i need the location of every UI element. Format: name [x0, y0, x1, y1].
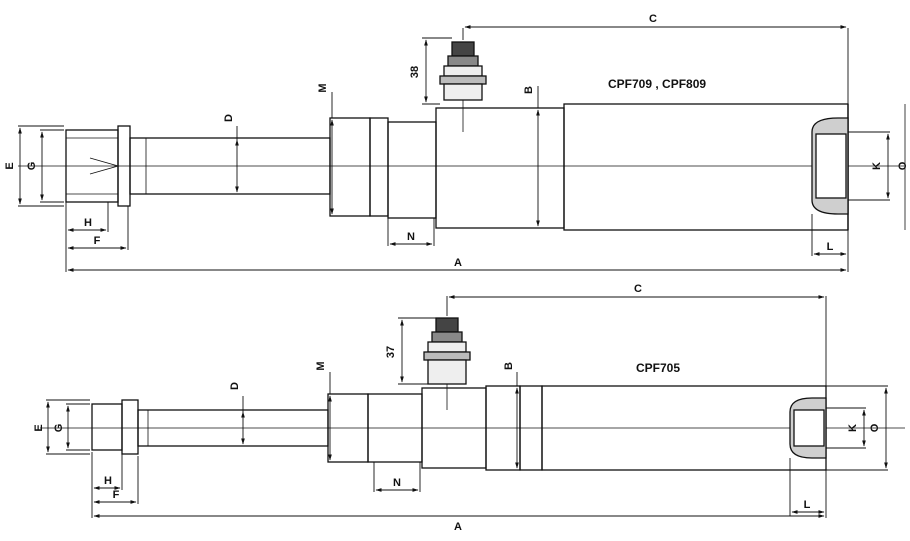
top-label-F: F: [94, 235, 101, 247]
bottom-labels: CPF705 C 37 A F H E G D M N B K O L: [33, 283, 881, 533]
top-label-O: O: [897, 161, 909, 170]
bottom-label-N: N: [393, 477, 401, 489]
bottom-rod-thread: [91, 399, 139, 455]
top-oil-port: [439, 41, 487, 132]
top-label-K: K: [871, 162, 883, 170]
bottom-label-A: A: [454, 521, 462, 533]
top-gland: [329, 117, 371, 217]
bottom-label-H: H: [104, 475, 112, 487]
bottom-label-D: D: [229, 382, 241, 390]
top-body-front: [435, 107, 565, 229]
top-dimensions: [18, 25, 890, 272]
bottom-label-G: G: [53, 424, 65, 433]
bottom-model-label: CPF705: [636, 361, 680, 375]
top-label-H: H: [84, 217, 92, 229]
top-cylinder: [18, 41, 906, 231]
bottom-label-L: L: [804, 499, 811, 511]
top-label-D: D: [223, 114, 235, 122]
bottom-label-O: O: [869, 423, 881, 432]
top-label-C: C: [649, 13, 657, 25]
bottom-label-F: F: [113, 489, 120, 501]
bottom-label-B: B: [503, 362, 515, 370]
bottom-label-E: E: [33, 424, 45, 431]
bottom-label-M: M: [315, 361, 327, 370]
top-nut: [387, 121, 437, 219]
top-label-G: G: [26, 162, 38, 171]
top-label-M: M: [317, 83, 329, 92]
top-body-rear: [563, 103, 849, 231]
bottom-label-K: K: [847, 424, 859, 432]
top-labels: CPF709 , CPF809 C 38 A F H E G D M N B K…: [4, 13, 909, 269]
top-label-N: N: [407, 231, 415, 243]
bottom-label-C: C: [634, 283, 642, 295]
top-label-A: A: [454, 257, 462, 269]
bottom-oil-port: [423, 317, 471, 410]
top-label-L: L: [827, 241, 834, 253]
top-label-B: B: [523, 86, 535, 94]
bottom-label-port-height: 37: [385, 346, 397, 358]
top-model-label: CPF709 , CPF809: [608, 77, 706, 91]
top-label-E: E: [4, 162, 16, 169]
bottom-cylinder: [40, 317, 905, 471]
bottom-dimensions: [46, 295, 888, 518]
top-label-port-height: 38: [409, 66, 421, 78]
